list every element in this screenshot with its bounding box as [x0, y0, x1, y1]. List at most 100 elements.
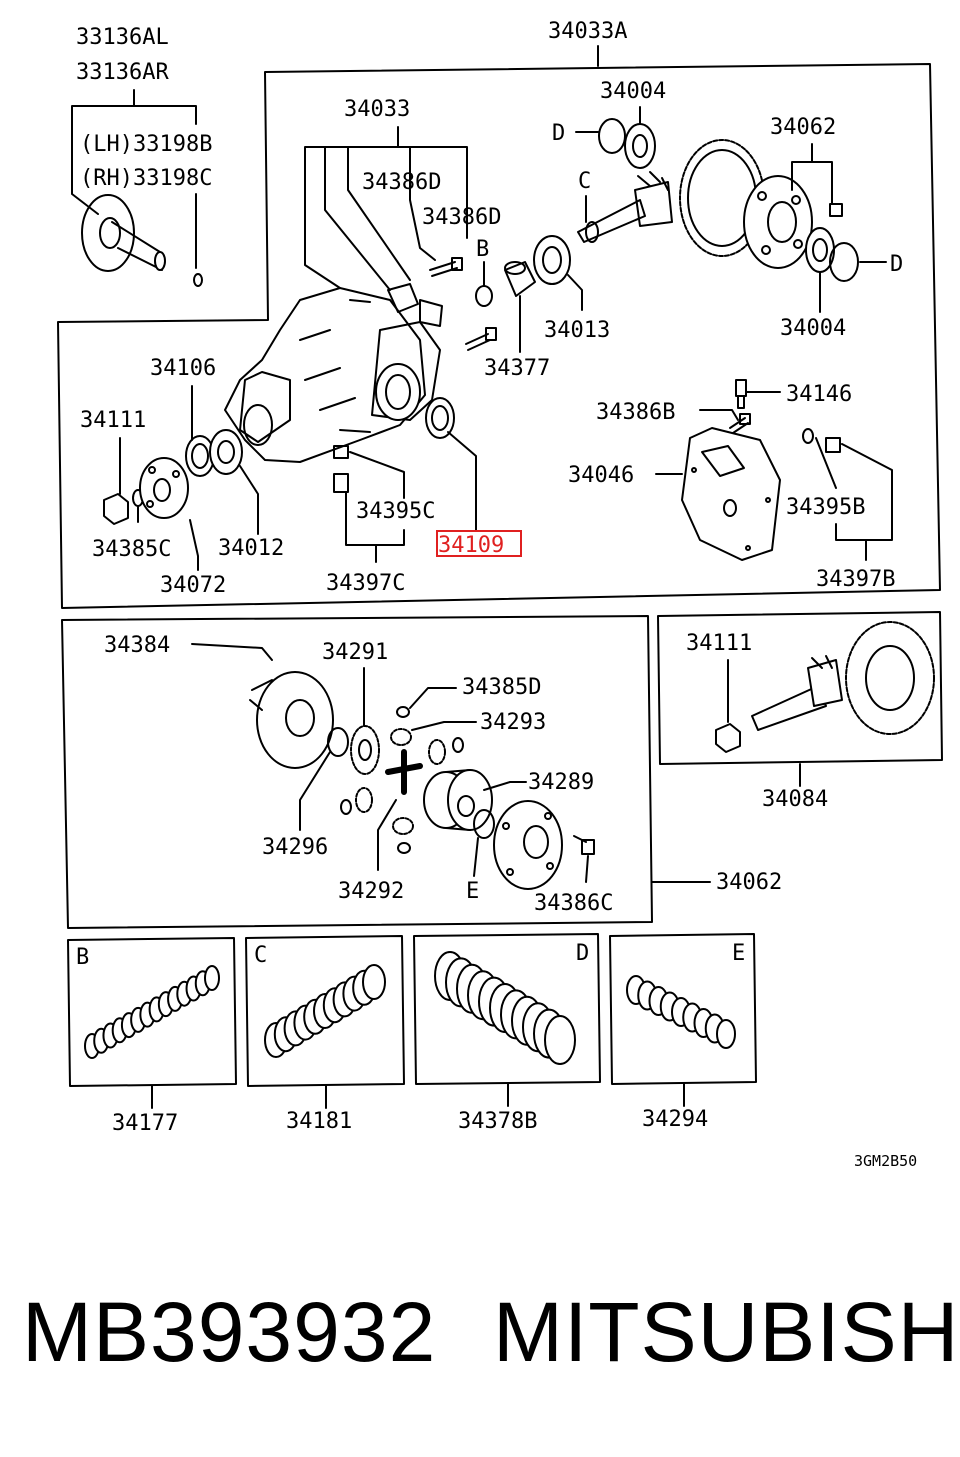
callout-34072: 34072	[160, 573, 226, 598]
pinion-gears-34292	[340, 787, 414, 854]
shim-ring	[362, 964, 386, 1000]
callout-34004: 34004	[780, 316, 846, 341]
callout-33198c: (RH)33198C	[80, 166, 212, 191]
callout-34111: 34111	[686, 631, 752, 656]
highlight-box	[436, 530, 522, 557]
shim-stack-34181	[264, 964, 386, 1058]
callout-33136ar: 33136AR	[76, 60, 169, 85]
breather-34146	[735, 379, 747, 409]
shim-ring	[544, 1015, 576, 1065]
leader-line	[239, 465, 259, 535]
washer-e	[473, 809, 495, 839]
leader-line	[304, 146, 468, 291]
letter-e: E	[466, 879, 479, 904]
bolt-34386c	[573, 835, 595, 855]
nut-34111-gearset	[715, 723, 741, 753]
callout-34386c: 34386C	[534, 891, 613, 916]
leader-line	[345, 451, 405, 563]
callout-34004: 34004	[600, 79, 666, 104]
callout-34012: 34012	[218, 536, 284, 561]
thrust-washer-34296	[327, 727, 349, 757]
bolt-34386b	[729, 413, 751, 434]
drive-pinion	[577, 171, 673, 243]
callout-34033a: 34033A	[548, 19, 627, 44]
callout-34292: 34292	[338, 879, 404, 904]
bearing-34004-bottom	[805, 227, 859, 282]
bearing-34012	[209, 429, 243, 475]
bolt-small	[829, 203, 843, 217]
washer-b	[475, 285, 493, 307]
callout-34378b: 34378B	[458, 1109, 537, 1134]
callout-34384: 34384	[104, 633, 170, 658]
leader-line	[791, 143, 833, 205]
washer-34385d	[396, 706, 410, 718]
leader-line	[567, 274, 583, 311]
callout-34296: 34296	[262, 835, 328, 860]
callout-34386d: 34386D	[362, 170, 441, 195]
callout-34013: 34013	[544, 318, 610, 343]
callout-34033: 34033	[344, 97, 410, 122]
pinion-shaft-cross	[385, 749, 423, 795]
leader-line	[575, 106, 641, 133]
brand-caption: MITSUBISHI	[493, 1285, 960, 1379]
callout-34084: 34084	[762, 787, 828, 812]
spacer-34377	[504, 261, 536, 297]
companion-flange-34072	[139, 457, 189, 519]
case-34289	[423, 769, 493, 831]
nut-34111	[103, 493, 129, 525]
box-letter-d: D	[576, 941, 589, 966]
callout-33198b: (LH)33198B	[80, 132, 212, 157]
callout-34111: 34111	[80, 408, 146, 433]
shim-box-b	[67, 937, 237, 1087]
shim-ring	[204, 965, 220, 991]
shim-box-c	[245, 935, 405, 1087]
gear-set-frame	[657, 611, 943, 765]
shim-box-e	[609, 933, 757, 1085]
leader-line	[447, 431, 477, 531]
rear-cover-34046	[681, 427, 781, 561]
pinion-gear-34293	[390, 728, 464, 765]
callout-34181: 34181	[286, 1109, 352, 1134]
bearing-34004-top	[598, 118, 656, 169]
leader-line	[191, 643, 273, 661]
leader-line	[819, 261, 887, 313]
leader-line	[411, 721, 477, 731]
callout-34293: 34293	[480, 710, 546, 735]
box-letter-b: B	[76, 945, 89, 970]
differential-case-frame	[61, 615, 653, 929]
part-number-caption: MB393932	[22, 1285, 437, 1379]
drain-plug	[333, 445, 349, 493]
letter-c: C	[578, 169, 591, 194]
callout-34397c: 34397C	[326, 571, 405, 596]
differential-carrier-housing	[224, 283, 443, 463]
callout-34106: 34106	[150, 356, 216, 381]
callout-34385c: 34385C	[92, 537, 171, 562]
letter-b: B	[476, 237, 489, 262]
shim-box-d	[413, 933, 601, 1085]
leader-line	[699, 409, 739, 421]
box-letter-e: E	[732, 941, 745, 966]
callout-34177: 34177	[112, 1111, 178, 1136]
callout-34395c: 34395C	[356, 499, 435, 524]
case-half-right	[493, 800, 563, 890]
letter-d: D	[890, 252, 903, 277]
leader-line	[71, 89, 197, 269]
callout-34046: 34046	[568, 463, 634, 488]
callout-34397b: 34397B	[816, 567, 895, 592]
callout-34291: 34291	[322, 640, 388, 665]
callout-34395b: 34395B	[786, 495, 865, 520]
shim-ring	[716, 1019, 736, 1049]
bearing-34013	[533, 235, 571, 285]
leader-line	[815, 437, 893, 561]
shim-stack-34177	[84, 965, 220, 1059]
leader-line	[189, 519, 199, 571]
callout-34109: 34109	[438, 533, 504, 558]
shim-stack-34294	[626, 975, 736, 1049]
ring-pinion-gear-set	[751, 621, 935, 735]
drawing-code: 3GM2B50	[854, 1152, 917, 1170]
shim-stack-34378b	[434, 951, 576, 1065]
callout-34385d: 34385D	[462, 675, 541, 700]
leader-line	[151, 1083, 685, 1109]
